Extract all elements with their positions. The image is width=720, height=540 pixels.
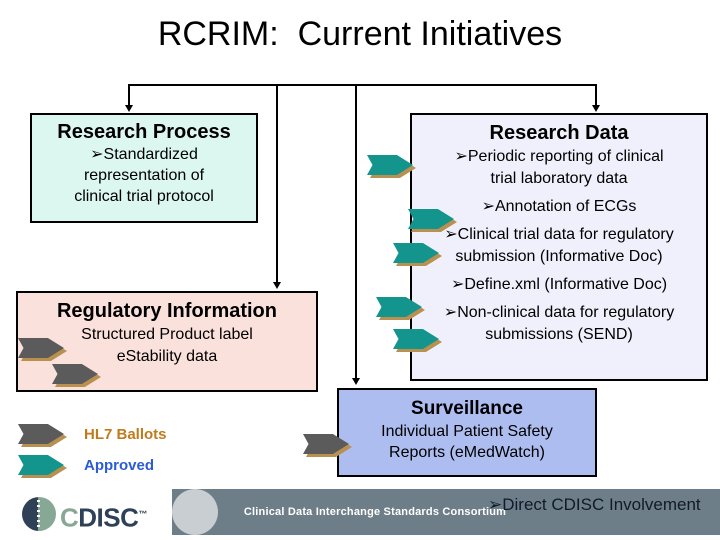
box-research-process-line-2: clinical trial protocol xyxy=(74,188,214,205)
cdisc-banner-lens-shape xyxy=(172,489,218,535)
box-research-data-line-2: ➢Annotation of ECGs xyxy=(481,198,637,215)
box-surveillance-line-1: Reports (eMedWatch) xyxy=(389,444,545,461)
cdisc-logo-beads-icon xyxy=(37,500,40,528)
teal-arrow-icon-define-xml xyxy=(376,297,425,320)
legend-label-hl7-ballots: HL7 Ballots xyxy=(84,426,167,443)
cdisc-wordmark-c: C xyxy=(60,502,79,533)
connector-vertical-surveillance xyxy=(355,84,357,380)
gray-arrow-icon-surveillance xyxy=(303,434,352,457)
cdisc-banner-text: Clinical Data Interchange Standards Cons… xyxy=(243,506,507,518)
gray-arrow-icon-estability-data xyxy=(52,364,101,387)
connector-arrowhead-regulatory xyxy=(273,282,281,289)
box-research-data-line-4: submission (Informative Doc) xyxy=(455,248,663,265)
connector-arrowhead-research-process xyxy=(125,105,133,112)
cdisc-wordmark-tm: ™ xyxy=(138,509,147,519)
gray-arrow-icon-structured-product-label xyxy=(18,338,67,361)
box-surveillance-heading: Surveillance xyxy=(411,398,523,419)
cdisc-wordmark: CDISC™ xyxy=(60,499,147,533)
gray-arrow-icon-legend-hl7 xyxy=(18,424,67,447)
box-research-data-heading: Research Data xyxy=(489,122,629,144)
box-regulatory-heading: Regulatory Information xyxy=(56,300,277,322)
teal-arrow-icon-non-clinical-data xyxy=(393,329,442,352)
box-regulatory-line-1: eStability data xyxy=(116,348,218,365)
box-surveillance[interactable]: Surveillance Individual Patient Safety R… xyxy=(337,388,597,477)
cdisc-logo: CDISC™ xyxy=(22,497,170,533)
box-research-data-line-1: trial laboratory data xyxy=(490,170,628,187)
teal-arrow-icon-clinical-trial-data xyxy=(393,243,442,266)
connector-horizontal-top xyxy=(128,84,596,86)
cdisc-banner-bar xyxy=(172,489,720,535)
box-research-data-line-3: ➢Clinical trial data for regulatory xyxy=(444,226,674,243)
box-research-process[interactable]: Research Process ➢Standardized represent… xyxy=(30,113,258,223)
teal-arrow-icon-periodic-reporting xyxy=(367,155,416,178)
connector-vertical-research-process xyxy=(128,84,130,107)
legend-label-approved: Approved xyxy=(84,457,155,474)
box-research-data[interactable]: Research Data ➢Periodic reporting of cli… xyxy=(410,113,708,381)
teal-arrow-icon-legend-approved xyxy=(18,455,67,478)
connector-arrowhead-research-data xyxy=(592,105,600,112)
box-research-data-line-0: ➢Periodic reporting of clinical xyxy=(454,148,664,165)
box-regulatory-line-0: Structured Product label xyxy=(81,326,253,343)
teal-arrow-icon-annotation-ecgs xyxy=(408,209,457,232)
connector-vertical-regulatory xyxy=(276,84,278,284)
cdisc-logo-mark-icon xyxy=(22,497,56,531)
box-surveillance-line-0: Individual Patient Safety xyxy=(381,423,553,440)
box-research-process-line-0: ➢Standardized xyxy=(90,146,198,163)
connector-vertical-research-data xyxy=(595,84,597,107)
connector-arrowhead-surveillance xyxy=(352,378,360,385)
direct-cdisc-involvement-label: ➢Direct CDISC Involvement xyxy=(488,495,701,514)
box-research-process-line-1: representation of xyxy=(83,167,205,184)
page-title: RCRIM: Current Initiatives xyxy=(157,15,563,53)
box-research-data-line-7: submissions (SEND) xyxy=(485,326,633,343)
box-research-data-line-5: ➢Define.xml (Informative Doc) xyxy=(450,276,668,293)
box-research-data-line-6: ➢Non-clinical data for regulatory xyxy=(443,304,675,321)
box-research-process-heading: Research Process xyxy=(57,121,231,143)
cdisc-wordmark-disc: DISC xyxy=(78,502,139,533)
